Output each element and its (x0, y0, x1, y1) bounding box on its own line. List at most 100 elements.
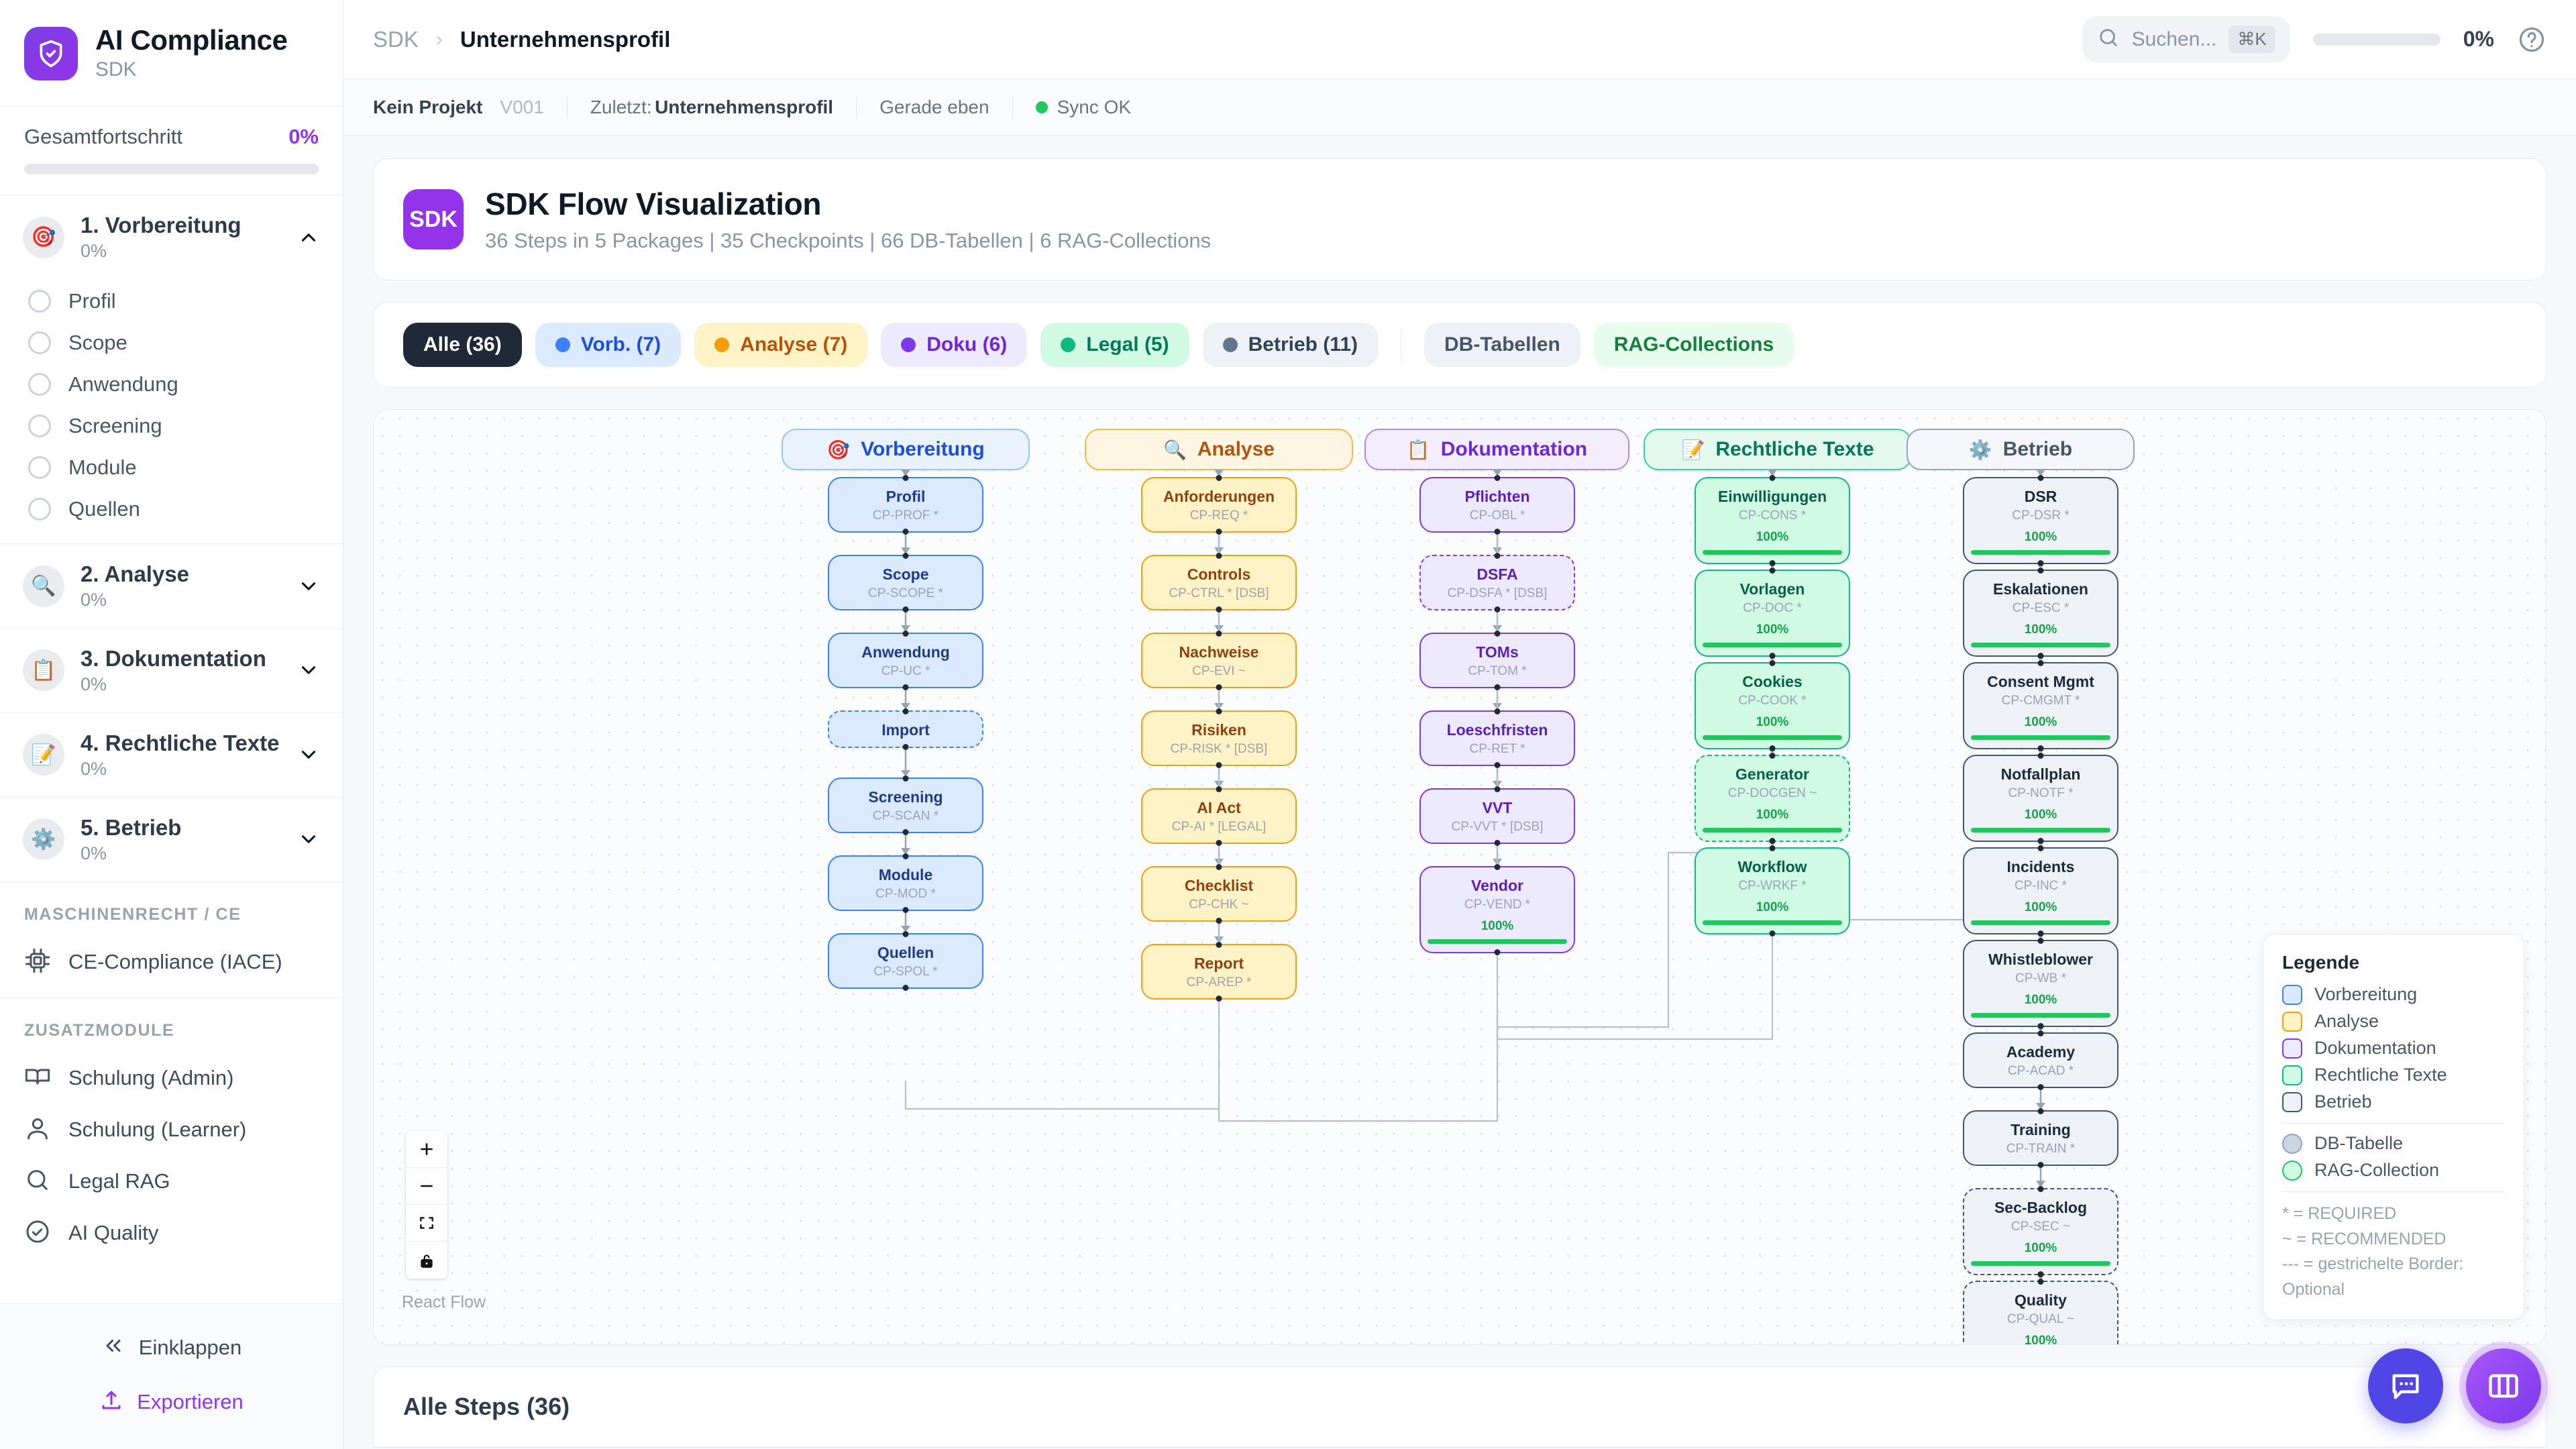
chevron-down-icon[interactable] (297, 743, 320, 766)
node-handle-top[interactable] (1216, 631, 1222, 637)
node-handle-top[interactable] (1216, 708, 1222, 714)
node-handle-bottom[interactable] (902, 529, 909, 535)
sidebar-item-ce-compliance[interactable]: CE-Compliance (IACE) (0, 936, 343, 988)
node-handle-top[interactable] (2037, 1186, 2044, 1192)
node-handle-top[interactable] (1769, 753, 1776, 759)
node-handle-bottom[interactable] (1216, 529, 1222, 535)
node-handle-bottom[interactable] (902, 829, 909, 836)
node-handle-top[interactable] (1494, 631, 1501, 637)
node-handle-top[interactable] (902, 475, 909, 481)
node-handle-bottom[interactable] (1769, 930, 1776, 937)
node-handle-bottom[interactable] (1216, 840, 1222, 847)
export-button[interactable]: Exportieren (0, 1375, 343, 1429)
sidebar-item-schulung-admin[interactable]: Schulung (Admin) (0, 1053, 343, 1104)
node-handle-top[interactable] (1769, 660, 1776, 666)
sidebar-item-module[interactable]: Module (0, 447, 343, 488)
node-handle-top[interactable] (902, 931, 909, 937)
node-handle-top[interactable] (2037, 660, 2044, 666)
node-handle-bottom[interactable] (902, 744, 909, 751)
filter-pill-2[interactable]: Analyse (7) (694, 323, 868, 367)
breadcrumb-root[interactable]: SDK (373, 26, 419, 52)
node-handle-top[interactable] (1494, 475, 1501, 481)
sidebar-item-anwendung[interactable]: Anwendung (0, 364, 343, 405)
node-handle-bottom[interactable] (1769, 653, 1776, 659)
node-handle-bottom[interactable] (1494, 840, 1501, 847)
node-handle-bottom[interactable] (2037, 1271, 2044, 1278)
node-handle-bottom[interactable] (2037, 1162, 2044, 1169)
node-handle-top[interactable] (1216, 553, 1222, 559)
chevron-up-icon[interactable] (297, 226, 320, 249)
node-handle-bottom[interactable] (1216, 606, 1222, 613)
filter-pill-extra-1[interactable]: RAG-Collections (1593, 323, 1794, 367)
node-handle-top[interactable] (2037, 1030, 2044, 1036)
filter-pill-5[interactable]: Betrieb (11) (1202, 323, 1378, 367)
lock-icon[interactable] (406, 1242, 447, 1279)
node-handle-bottom[interactable] (1769, 838, 1776, 845)
node-handle-bottom[interactable] (902, 684, 909, 691)
node-handle-bottom[interactable] (1216, 918, 1222, 924)
sidebar-item-profil[interactable]: Profil (0, 280, 343, 322)
node-handle-top[interactable] (1216, 786, 1222, 792)
collapse-sidebar-button[interactable]: Einklappen (0, 1320, 343, 1375)
chevron-down-icon[interactable] (297, 659, 320, 682)
node-handle-bottom[interactable] (1494, 684, 1501, 691)
node-handle-bottom[interactable] (2037, 745, 2044, 752)
node-handle-top[interactable] (1216, 864, 1222, 870)
node-handle-top[interactable] (1769, 845, 1776, 851)
node-handle-top[interactable] (1216, 942, 1222, 948)
step-radio[interactable] (28, 290, 51, 313)
node-handle-top[interactable] (902, 775, 909, 782)
flow-node-vorbereitung-3[interactable]: Import (828, 708, 983, 751)
filter-pill-4[interactable]: Legal (5) (1040, 323, 1189, 367)
node-handle-bottom[interactable] (1769, 745, 1776, 752)
node-handle-bottom[interactable] (1216, 762, 1222, 769)
sidebar-item-quellen[interactable]: Quellen (0, 488, 343, 530)
zoom-in-button[interactable] (406, 1131, 447, 1168)
node-handle-bottom[interactable] (1216, 996, 1222, 1002)
step-radio[interactable] (28, 331, 51, 355)
node-handle-bottom[interactable] (2037, 930, 2044, 937)
fit-view-icon[interactable] (406, 1205, 447, 1242)
node-handle-top[interactable] (1494, 864, 1501, 870)
step-radio[interactable] (28, 456, 51, 480)
node-handle-top[interactable] (2037, 475, 2044, 481)
node-handle-bottom[interactable] (1216, 684, 1222, 691)
node-handle-top[interactable] (2037, 753, 2044, 759)
node-handle-bottom[interactable] (1494, 949, 1501, 956)
help-circle-icon[interactable] (2517, 25, 2546, 54)
node-handle-bottom[interactable] (2037, 560, 2044, 567)
node-handle-top[interactable] (1494, 553, 1501, 559)
node-handle-top[interactable] (902, 708, 909, 714)
node-handle-bottom[interactable] (2037, 1084, 2044, 1091)
zoom-out-button[interactable] (406, 1168, 447, 1205)
chat-fab[interactable] (2368, 1348, 2443, 1424)
filter-pill-extra-0[interactable]: DB-Tabellen (1424, 323, 1580, 367)
node-handle-top[interactable] (1769, 568, 1776, 574)
sidebar-item-screening[interactable]: Screening (0, 405, 343, 447)
node-handle-top[interactable] (1769, 475, 1776, 481)
node-handle-bottom[interactable] (2037, 653, 2044, 659)
